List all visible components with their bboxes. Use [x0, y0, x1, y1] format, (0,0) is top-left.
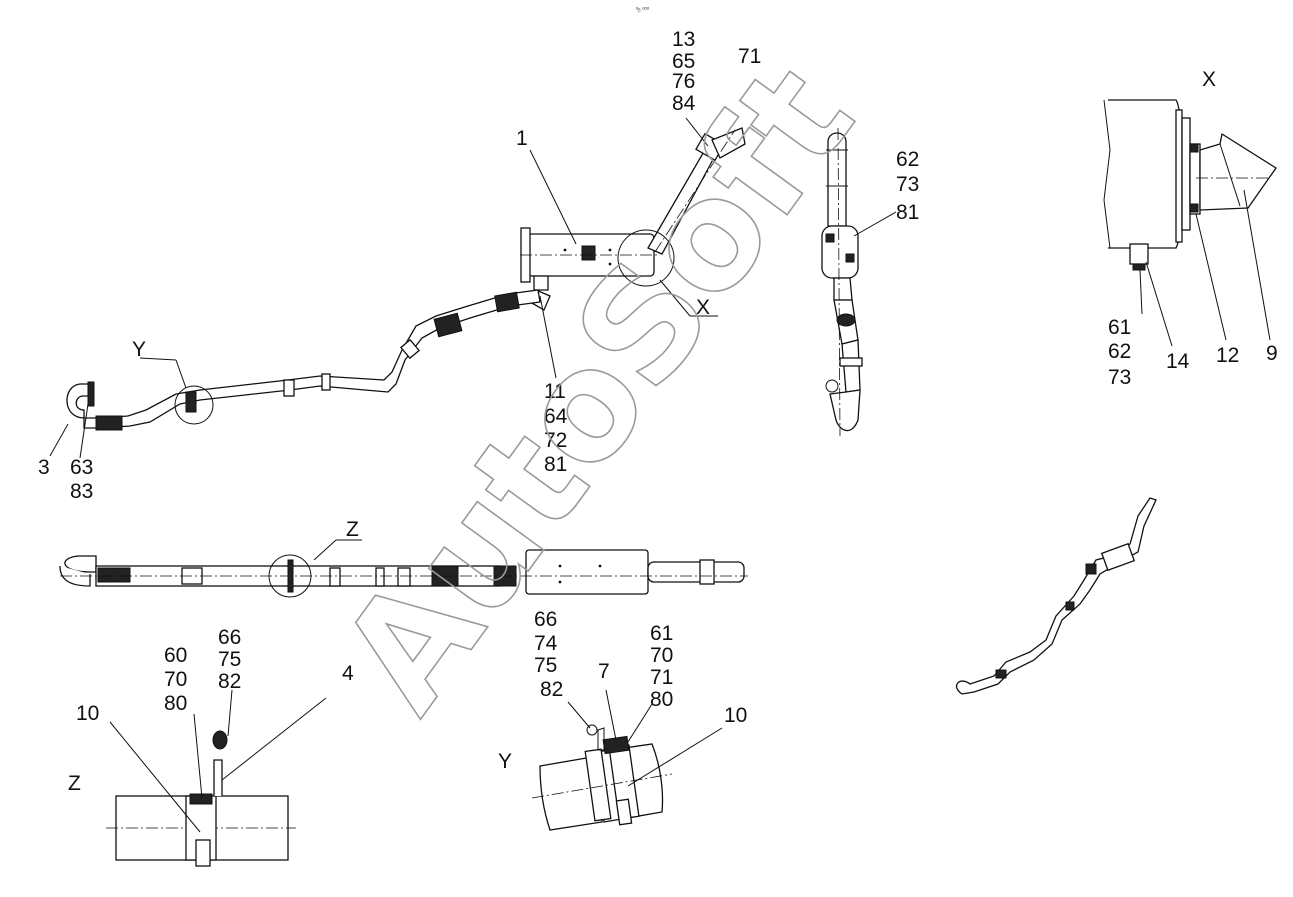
- callout-61-y: 61: [650, 622, 673, 645]
- leader-y-82: [567, 701, 591, 729]
- top-view-exhaust-assembly: [66, 127, 746, 431]
- callout-72: 72: [544, 429, 567, 452]
- callout-stack-y-left: 66 74 75 82: [534, 608, 563, 701]
- callout-81-side: 81: [896, 201, 919, 224]
- detail-x: [1103, 99, 1277, 271]
- callout-10-y: 10: [724, 704, 747, 727]
- callout-stack-z-left: 60 70 80: [164, 644, 187, 715]
- callout-71-y: 71: [650, 666, 673, 689]
- callout-83: 83: [70, 480, 93, 503]
- callout-73: 73: [896, 173, 919, 196]
- callout-76: 76: [672, 70, 695, 93]
- callout-82-y: 82: [540, 678, 563, 701]
- leaders-top-view: [49, 117, 718, 459]
- callout-63: 63: [70, 456, 93, 479]
- detail-z: [106, 697, 327, 867]
- callout-60: 60: [164, 644, 187, 667]
- callout-12: 12: [1216, 344, 1239, 367]
- view-label-x-leader: X: [696, 296, 710, 319]
- header-code: ᵅᵦ ᵅᵅᵅ: [636, 7, 649, 13]
- callout-80-y: 80: [650, 688, 673, 711]
- callout-10-z: 10: [76, 702, 99, 725]
- callout-1: 1: [516, 127, 528, 150]
- callout-75-y: 75: [534, 654, 557, 677]
- callout-stack-y-right: 61 70 71 80: [650, 622, 673, 711]
- isometric-view: [955, 497, 1157, 695]
- callout-stack-x-left: 61 62 73: [1108, 316, 1131, 389]
- leader-y-80: [627, 703, 653, 743]
- main-pipe-top: [66, 289, 541, 431]
- detail-circle-y: [174, 385, 214, 425]
- leader-y-10: [627, 727, 723, 787]
- view-label-y-leader: Y: [132, 338, 146, 361]
- view-label-x: X: [1202, 68, 1216, 91]
- muffler-top: [520, 227, 660, 283]
- detail-circle-x: [617, 229, 675, 287]
- callout-9: 9: [1266, 342, 1278, 365]
- callout-11: 11: [544, 380, 566, 403]
- callout-13: 13: [672, 28, 695, 51]
- callout-64: 64: [544, 405, 568, 428]
- callout-80-z: 80: [164, 692, 187, 715]
- callout-82-z: 82: [218, 670, 241, 693]
- callout-73-x: 73: [1108, 366, 1131, 389]
- callout-70-z: 70: [164, 668, 187, 691]
- leader-62-73-81: [853, 211, 897, 237]
- leader-y-7: [605, 689, 617, 741]
- view-label-z-leader: Z: [346, 518, 359, 541]
- callout-65: 65: [672, 50, 695, 73]
- leader-x-9: [1243, 189, 1271, 341]
- front-view-horizontal: [59, 549, 748, 598]
- callout-70-y: 70: [650, 644, 673, 667]
- leader-z: [313, 539, 337, 561]
- detail-y: [531, 724, 673, 831]
- callout-84: 84: [672, 92, 696, 115]
- detail-circle-z: [268, 554, 312, 598]
- callout-66-z: 66: [218, 626, 241, 649]
- callout-3: 3: [38, 456, 50, 479]
- view-label-y: Y: [498, 750, 512, 773]
- leader-z-82: [227, 689, 233, 737]
- callout-71-top: 71: [738, 45, 761, 68]
- callout-61-x: 61: [1108, 316, 1131, 339]
- callout-stack-11: 11 64 72 81: [544, 380, 568, 476]
- callout-62: 62: [896, 148, 919, 171]
- leader-z-10: [109, 721, 201, 833]
- leader-x-14: [1145, 261, 1173, 347]
- callout-14: 14: [1166, 350, 1190, 373]
- callout-81: 81: [544, 453, 567, 476]
- callout-stack-13: 13 65 76 84: [672, 28, 696, 115]
- watermark-text: AutoSoft: [308, 36, 887, 742]
- callout-4: 4: [342, 662, 354, 685]
- leader-z-80: [193, 713, 203, 799]
- callout-stack-z-right: 66 75 82: [218, 626, 241, 693]
- side-view-vertical: [821, 127, 863, 437]
- callout-75-z: 75: [218, 648, 241, 671]
- leader-x-61: [1139, 269, 1143, 315]
- leader-x-12: [1195, 213, 1227, 341]
- callout-62-x: 62: [1108, 340, 1131, 363]
- callout-7: 7: [598, 660, 610, 683]
- callout-74: 74: [534, 632, 558, 655]
- callout-66-y: 66: [534, 608, 557, 631]
- view-label-z: Z: [68, 772, 81, 795]
